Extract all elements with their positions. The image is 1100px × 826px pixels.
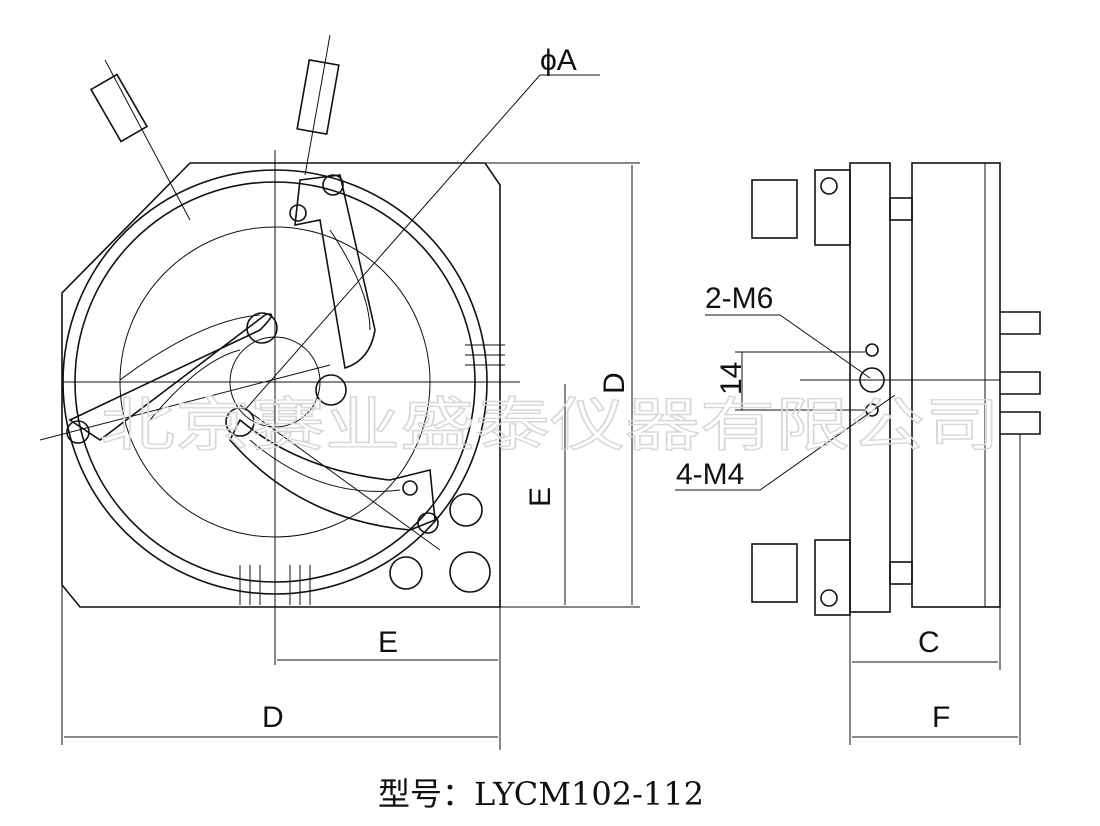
adjuster-knob — [296, 59, 340, 135]
mount-plate-outline — [61, 162, 501, 608]
screw-tip — [889, 561, 913, 585]
roller — [246, 312, 278, 344]
knob-axis — [304, 34, 331, 176]
pivot-screw — [402, 480, 418, 496]
roller — [315, 374, 347, 406]
side-view: 14 2-M6 4-M4 C F — [675, 162, 1041, 745]
spacing-label: 14 — [715, 362, 748, 395]
adjuster-knob — [89, 73, 149, 143]
knob-bracket — [814, 169, 851, 246]
center-line — [239, 404, 441, 551]
jaw-arm-bottom — [229, 418, 436, 531]
m4-hole — [865, 343, 879, 357]
width-label: D — [262, 701, 284, 734]
knob-bracket — [814, 539, 851, 616]
half-height-label: E — [524, 487, 557, 507]
jaw-arm-top — [294, 174, 376, 370]
m4-leader — [675, 394, 896, 491]
bracket-screw — [820, 589, 838, 607]
pivot-screw — [417, 512, 439, 534]
thickness-label: C — [918, 626, 940, 659]
knurled-knob — [751, 179, 798, 239]
m4-hole — [865, 403, 879, 417]
pivot-screw — [289, 204, 307, 222]
rear-plate — [911, 162, 1001, 608]
thread-small-label: 4-M4 — [676, 458, 744, 491]
thread-large-label: 2-M6 — [705, 282, 773, 315]
depth-label: F — [932, 701, 950, 734]
pivot-screw — [322, 174, 344, 196]
diameter-leader — [244, 74, 600, 411]
center-line — [39, 364, 331, 441]
inner-curve — [119, 229, 401, 492]
height-label: D — [598, 372, 631, 394]
m6-leader — [705, 314, 871, 379]
front-plate — [849, 162, 891, 613]
mount-screw — [389, 556, 423, 590]
screw-tip — [889, 197, 913, 221]
diameter-label: ϕA — [540, 44, 577, 77]
model-caption: 型号：LYCM102-112 — [378, 775, 704, 813]
scale-ticks — [239, 344, 505, 605]
front-view: ϕA D E E D — [39, 34, 640, 750]
spring-plungers — [1000, 311, 1041, 435]
pivot-screw — [66, 420, 90, 444]
knurled-knob — [751, 543, 798, 603]
bracket-screw — [820, 177, 838, 195]
mount-hole — [449, 551, 491, 593]
knob-axis — [104, 59, 191, 221]
mount-screw — [449, 493, 483, 527]
half-width-label: E — [378, 626, 398, 659]
roller — [225, 407, 255, 437]
watermark: 北京赛业盛泰仪器有限公司 — [100, 391, 1000, 459]
